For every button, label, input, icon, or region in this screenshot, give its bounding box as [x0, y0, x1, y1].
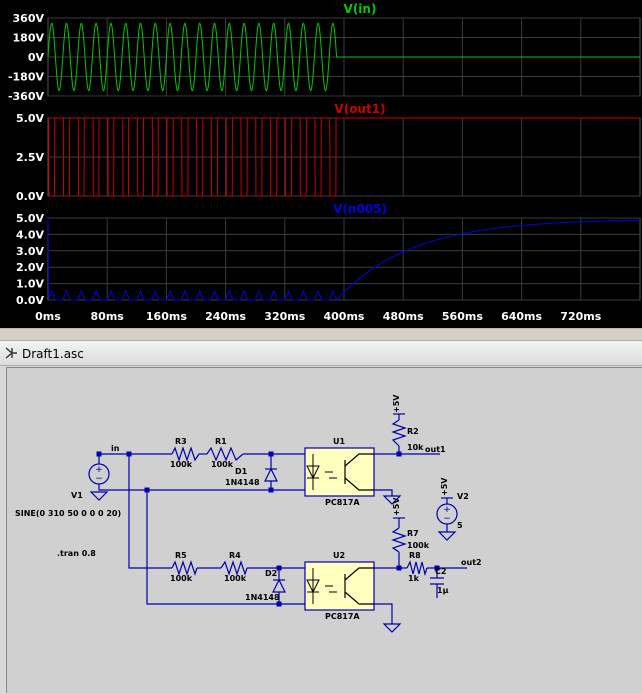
- r5-name: R5: [175, 551, 187, 560]
- y-tick-label: -180V: [8, 71, 45, 84]
- optocoupler-u2[interactable]: [304, 561, 375, 611]
- resistor-r3[interactable]: [171, 446, 200, 462]
- diode-d2[interactable]: [272, 578, 286, 593]
- ground-u2: [383, 623, 401, 633]
- x-tick-label: 480ms: [383, 310, 424, 323]
- d2-name: D2: [265, 569, 277, 578]
- r2-name: R2: [407, 427, 419, 436]
- optocoupler-u1[interactable]: [304, 447, 375, 497]
- u1-name: U1: [333, 437, 345, 446]
- schematic-canvas[interactable]: +−: [7, 368, 642, 694]
- x-tick-label: 0ms: [35, 310, 61, 323]
- junctions: [96, 451, 440, 607]
- x-tick-label: 80ms: [91, 310, 125, 323]
- y-tick-label: 360V: [13, 12, 45, 25]
- y-tick-label: 4.0V: [16, 228, 44, 241]
- x-tick-label: 160ms: [146, 310, 187, 323]
- r5-value[interactable]: 100k: [170, 574, 193, 583]
- c2-value[interactable]: 1µ: [437, 586, 449, 595]
- r4-name: R4: [229, 551, 241, 560]
- x-tick-label: 720ms: [560, 310, 601, 323]
- resistor-r8[interactable]: [406, 560, 428, 577]
- y-tick-label: 5.0V: [16, 112, 44, 125]
- v1-name: V1: [71, 491, 83, 500]
- spice-directive[interactable]: .tran 0.8: [57, 549, 96, 558]
- trace-title: V(out1): [334, 102, 385, 116]
- y-tick-label: -360V: [8, 90, 45, 103]
- ltspice-icon: [4, 346, 18, 363]
- net-label-out1[interactable]: out1: [425, 445, 446, 454]
- r3-name: R3: [175, 437, 187, 446]
- plot-canvas[interactable]: 360V 180V 0V -180V -360V V(in) 5.0V 2.5V 0.0V V(o…: [0, 0, 642, 328]
- v2-name: V2: [457, 492, 469, 501]
- r7-supply[interactable]: +5V: [392, 497, 401, 516]
- d2-value[interactable]: 1N4148: [245, 593, 280, 602]
- wires: [98, 414, 467, 624]
- d1-name: D1: [235, 467, 248, 476]
- x-tick-label: 400ms: [324, 310, 365, 323]
- y-tick-label: 0.0V: [16, 294, 44, 307]
- r3-value[interactable]: 100k: [170, 460, 193, 469]
- r7-value[interactable]: 100k: [407, 541, 430, 550]
- pane-splitter[interactable]: [0, 328, 642, 340]
- trace-vin: [47, 22, 640, 92]
- tab-schematic[interactable]: Draft1.asc: [4, 343, 84, 365]
- waveform-viewer[interactable]: 360V 180V 0V -180V -360V V(in) 5.0V 2.5V 0.0V V(o…: [0, 0, 642, 328]
- v1-value[interactable]: SINE(0 310 50 0 0 0 20): [15, 509, 121, 518]
- net-label-in[interactable]: in: [111, 444, 120, 453]
- trace-title: V(in): [344, 2, 377, 16]
- y-tick-label: 5.0V: [16, 212, 44, 225]
- r1-name: R1: [215, 437, 227, 446]
- x-tick-label: 240ms: [205, 310, 246, 323]
- r8-value[interactable]: 1k: [408, 574, 420, 583]
- x-tick-label: 320ms: [264, 310, 305, 323]
- trace-title: V(n005): [333, 202, 387, 216]
- d1-value[interactable]: 1N4148: [225, 478, 260, 487]
- r8-name: R8: [409, 551, 421, 560]
- y-tick-label: 3.0V: [16, 245, 44, 258]
- resistor-r7[interactable]: [391, 517, 407, 553]
- source-v2[interactable]: [436, 497, 458, 541]
- trace-vout1: [48, 117, 640, 197]
- r4-value[interactable]: 100k: [224, 574, 247, 583]
- tab-label: Draft1.asc: [22, 347, 84, 361]
- v2-value[interactable]: 5: [457, 521, 463, 530]
- v2-supply[interactable]: +5V: [440, 477, 449, 496]
- y-tick-label: 0.0V: [16, 190, 44, 203]
- resistor-r1[interactable]: [206, 446, 244, 462]
- u1-value[interactable]: PC817A: [325, 498, 360, 507]
- document-tab-bar: Draft1.asc: [0, 340, 642, 366]
- trace-vn005: [47, 217, 640, 301]
- resistor-r2[interactable]: [391, 413, 407, 447]
- capacitor-c2[interactable]: [430, 577, 444, 585]
- resistor-r4[interactable]: [220, 560, 248, 576]
- resistor-r5[interactable]: [171, 560, 198, 576]
- r1-value[interactable]: 100k: [211, 460, 234, 469]
- x-tick-label: 560ms: [442, 310, 483, 323]
- net-label-out2[interactable]: out2: [461, 558, 482, 567]
- y-tick-label: 180V: [13, 32, 45, 45]
- source-v1[interactable]: [88, 463, 110, 501]
- y-tick-label: 2.5V: [16, 151, 44, 164]
- r2-supply[interactable]: +5V: [392, 394, 401, 413]
- r2-value[interactable]: 10k: [407, 443, 424, 452]
- c2-name: C2: [435, 567, 446, 576]
- r7-name: R7: [407, 529, 419, 538]
- u2-name: U2: [333, 551, 345, 560]
- diode-d1[interactable]: [264, 467, 278, 482]
- y-tick-label: 0V: [28, 51, 45, 64]
- schematic-editor[interactable]: +−: [6, 367, 642, 693]
- y-tick-label: 1.0V: [16, 278, 44, 291]
- u2-value[interactable]: PC817A: [325, 612, 360, 621]
- y-tick-label: 2.0V: [16, 261, 44, 274]
- x-tick-label: 640ms: [501, 310, 542, 323]
